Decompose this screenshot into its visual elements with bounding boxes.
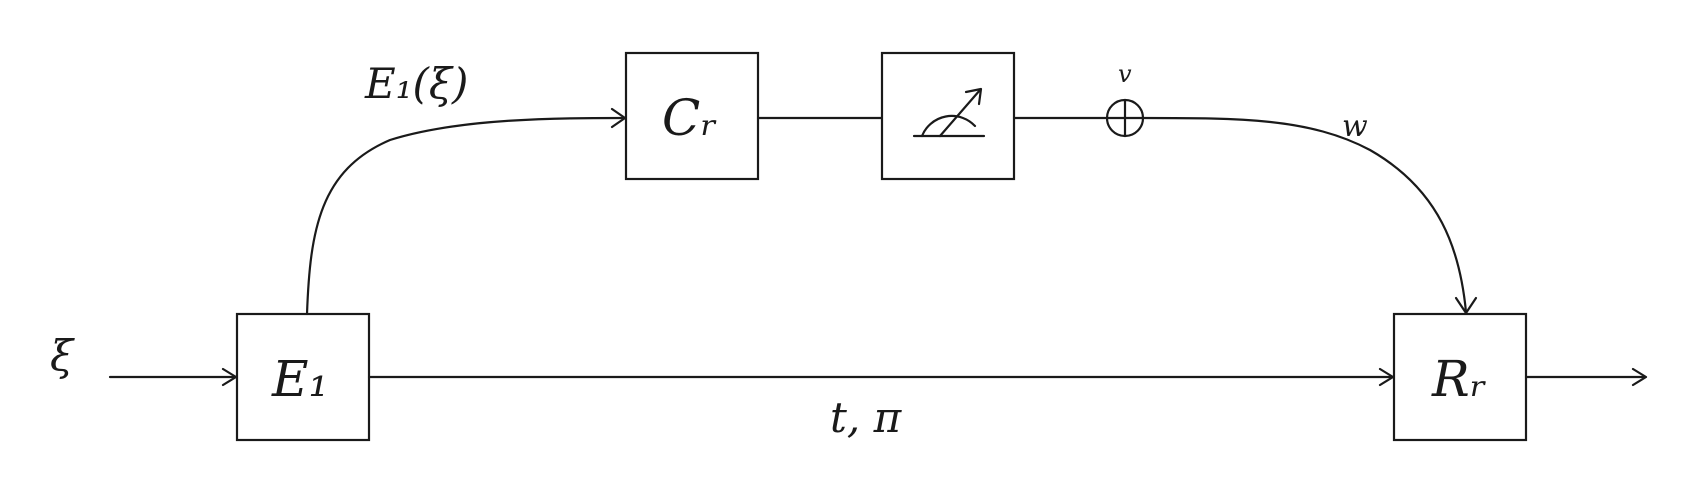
circled-plus-icon xyxy=(1105,98,1145,138)
measurement-block xyxy=(880,51,1016,181)
encoder-label: E₁ xyxy=(271,350,329,408)
channel-block: Cᵣ xyxy=(624,51,760,181)
noise-label: v xyxy=(1118,60,1132,88)
encoded-path xyxy=(305,116,626,316)
input-label: ξ xyxy=(50,331,75,380)
output-arrowhead xyxy=(1631,367,1648,387)
receiver-label: Rᵣ xyxy=(1431,350,1487,408)
channel-label: Cᵣ xyxy=(662,89,718,147)
meter-icon xyxy=(912,87,986,138)
encoded-output-label: E₁(ξ) xyxy=(364,59,468,108)
noisy-path xyxy=(1141,116,1468,314)
side-channel-label: t, π xyxy=(830,393,903,442)
encoder-block: E₁ xyxy=(235,312,371,442)
noisy-output-label: w xyxy=(1342,109,1368,144)
receiver-block: Rᵣ xyxy=(1392,312,1528,442)
